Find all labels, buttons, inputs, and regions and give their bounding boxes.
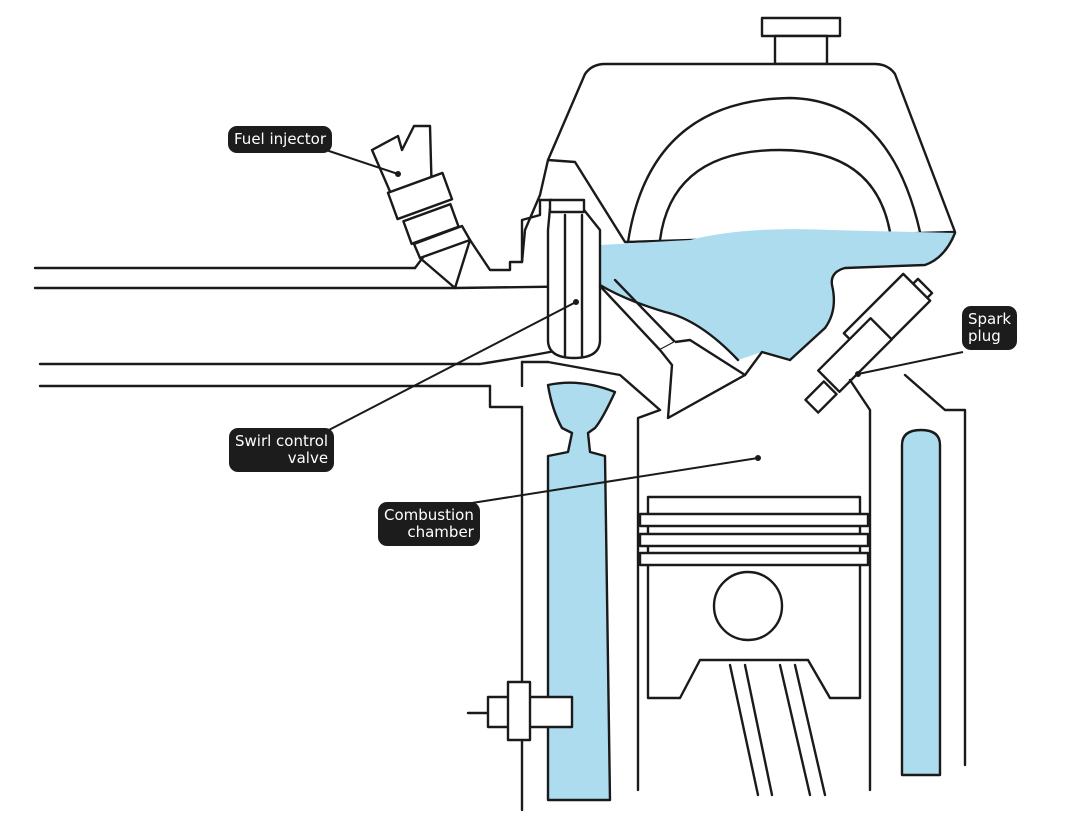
spark-plug-label: Spark plug <box>962 306 1018 350</box>
leader-lines <box>324 149 964 504</box>
cam-cover <box>546 16 957 244</box>
coolant-sensor <box>466 680 574 742</box>
coolant-jackets <box>546 229 957 802</box>
piston <box>638 495 870 797</box>
intake-valve <box>598 278 747 420</box>
spark-plug-body <box>804 272 934 414</box>
swirl-control-valve-label: Swirl control valve <box>229 428 335 472</box>
cylinder-walls <box>520 350 967 792</box>
combustion-chamber-label: Combustion chamber <box>378 502 480 546</box>
fuel-injector-label: Fuel injector <box>228 126 333 153</box>
swirl-control-valve <box>520 198 602 360</box>
fuel-injector <box>370 124 472 290</box>
